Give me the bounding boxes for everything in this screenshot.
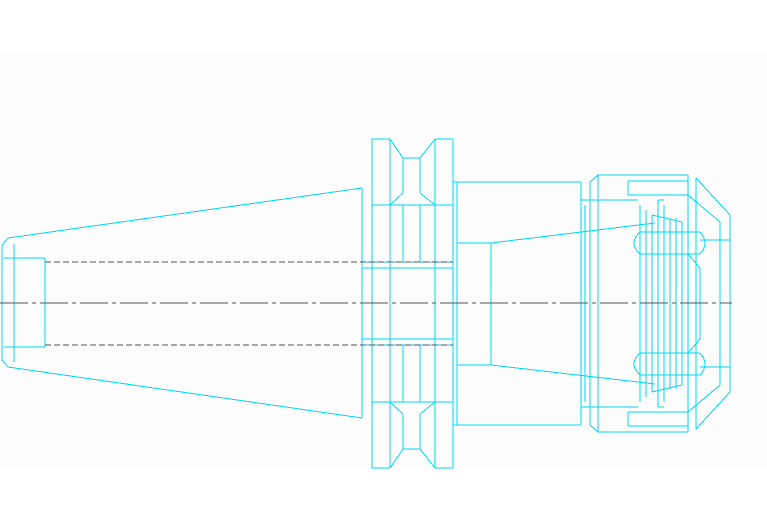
- nut-edge-20: [695, 391, 731, 430]
- hidden-bore-lines: [45, 261, 453, 346]
- collet-edge-17: [699, 352, 706, 376]
- flange-edge-13: [389, 448, 404, 469]
- collet-edge-22: [651, 384, 683, 393]
- flange-edge-18: [389, 192, 404, 206]
- flange-edge-21: [419, 401, 436, 415]
- flange-edge-8: [389, 138, 404, 159]
- v-flange: [362, 138, 454, 469]
- body-edge-7: [490, 222, 656, 244]
- flange-edge-14: [419, 448, 436, 469]
- flange-edge-9: [419, 138, 436, 159]
- nut-edge-5: [589, 424, 599, 433]
- collet-edge-18: [687, 253, 701, 269]
- collet-edge-19: [687, 338, 701, 354]
- taper-edge-2: [1, 237, 9, 246]
- nut-edge-19: [695, 177, 731, 216]
- drawing-area: [0, 52, 767, 470]
- collet-edge-16: [699, 231, 706, 255]
- collet-edge-14: [633, 231, 641, 255]
- taper-edge-0: [7, 187, 363, 239]
- nut-edge-23: [687, 384, 721, 413]
- body-edge-8: [490, 364, 656, 385]
- flange-edge-20: [389, 401, 404, 415]
- flange-edge-19: [419, 192, 436, 206]
- nut-edge-4: [589, 174, 599, 183]
- collet-edge-15: [633, 352, 641, 376]
- taper-edge-3: [1, 359, 9, 368]
- taper-edge-1: [7, 366, 363, 419]
- nut-edge-22: [687, 194, 721, 223]
- collet-edge-21: [651, 214, 683, 223]
